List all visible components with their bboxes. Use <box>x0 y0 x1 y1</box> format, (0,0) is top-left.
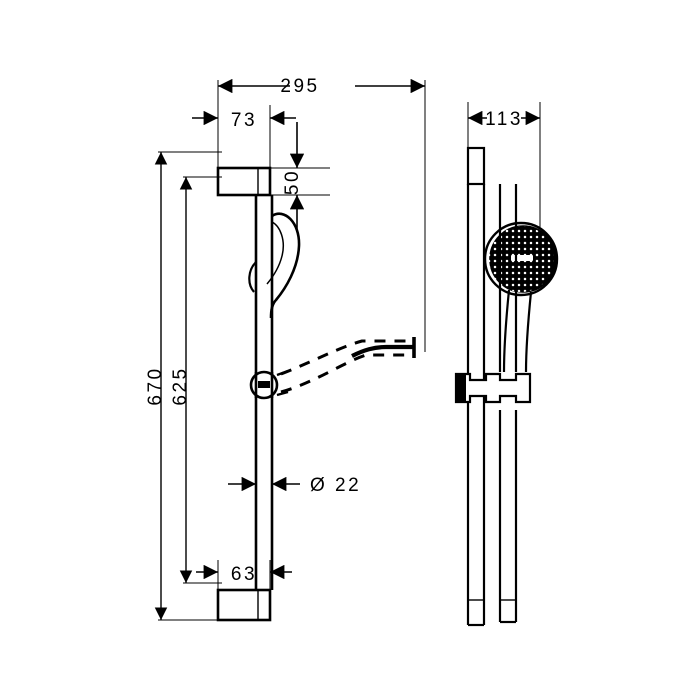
component-hand-shower-front <box>248 212 301 319</box>
component-top-wall-bracket-side <box>466 146 486 186</box>
component-hand-shower-handle-side <box>502 289 533 373</box>
front-view-witness-lines <box>158 80 426 621</box>
component-shower-bar-side <box>466 184 486 627</box>
component-shower-hose-front <box>280 337 416 394</box>
dimension-label-bar-diameter: Ø 22 <box>310 475 361 496</box>
component-slider-holder-front <box>249 369 289 400</box>
component-shower-hose-side <box>498 184 518 624</box>
dimension-label-bracket-height-top: 50 <box>282 169 303 195</box>
component-top-wall-bracket-front <box>216 166 272 197</box>
component-shower-head-face-side <box>483 221 559 297</box>
dimension-label-overall-height: 670 <box>145 366 166 405</box>
component-bottom-wall-bracket-front <box>216 588 272 622</box>
dimension-label-bracket-offset-bottom: 63 <box>231 564 257 585</box>
component-slider-holder-side <box>454 372 532 404</box>
dimension-label-bar-length: 625 <box>170 366 191 405</box>
dimension-label-side-depth: 113 <box>485 109 523 130</box>
dimension-label-overall-width: 295 <box>280 76 319 97</box>
dimension-label-bracket-offset-top: 73 <box>231 110 257 131</box>
